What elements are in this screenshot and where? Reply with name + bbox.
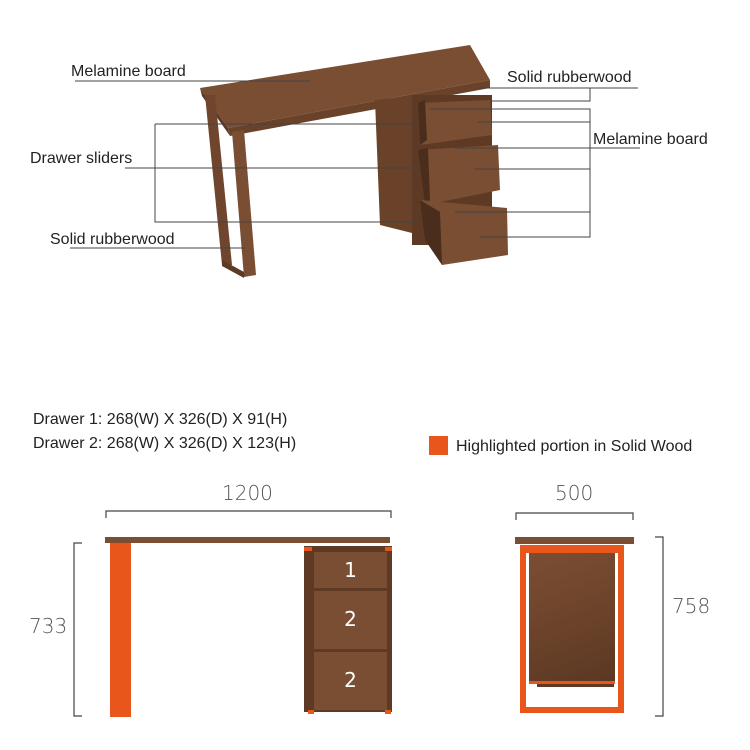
side-tabletop xyxy=(515,537,634,544)
drawer-front-1: 1 xyxy=(314,552,387,588)
side-dimension-lines xyxy=(515,512,664,717)
side-cabinet-panel xyxy=(529,553,615,681)
desk-3d-drawing xyxy=(70,45,640,278)
corner-accent xyxy=(385,547,392,551)
legend-label: Highlighted portion in Solid Wood xyxy=(456,438,693,455)
front-tabletop xyxy=(105,537,390,543)
drawer-front-2: 2 xyxy=(314,591,387,649)
front-width-dimension: 1200 xyxy=(222,481,273,505)
drawer-front-3: 2 xyxy=(314,652,387,710)
drawer-number: 2 xyxy=(344,607,357,631)
frame-top-rail xyxy=(520,545,624,553)
drawer-number: 1 xyxy=(344,558,357,582)
cabinet-base xyxy=(537,684,614,687)
front-height-dimension: 733 xyxy=(29,614,68,638)
side-height-dimension: 758 xyxy=(672,594,711,618)
label-melamine-board-left: Melamine board xyxy=(71,63,186,80)
corner-accent xyxy=(304,547,312,551)
legend-swatch-icon xyxy=(429,436,448,455)
side-width-dimension: 500 xyxy=(555,481,594,505)
drawer-1-spec: Drawer 1: 268(W) X 326(D) X 91(H) xyxy=(33,411,288,428)
label-drawer-sliders: Drawer sliders xyxy=(30,150,133,167)
label-melamine-board-right: Melamine board xyxy=(593,131,708,148)
drawer-number: 2 xyxy=(344,668,357,692)
cabinet-base-rail xyxy=(529,681,615,684)
label-solid-rubberwood-right: Solid rubberwood xyxy=(507,69,632,86)
drawer-2-spec: Drawer 2: 268(W) X 326(D) X 123(H) xyxy=(33,435,297,452)
front-solid-wood-leg xyxy=(110,543,131,717)
corner-accent xyxy=(308,710,314,714)
corner-accent xyxy=(385,710,391,714)
label-solid-rubberwood-left: Solid rubberwood xyxy=(50,231,175,248)
front-dimension-lines xyxy=(73,510,392,717)
